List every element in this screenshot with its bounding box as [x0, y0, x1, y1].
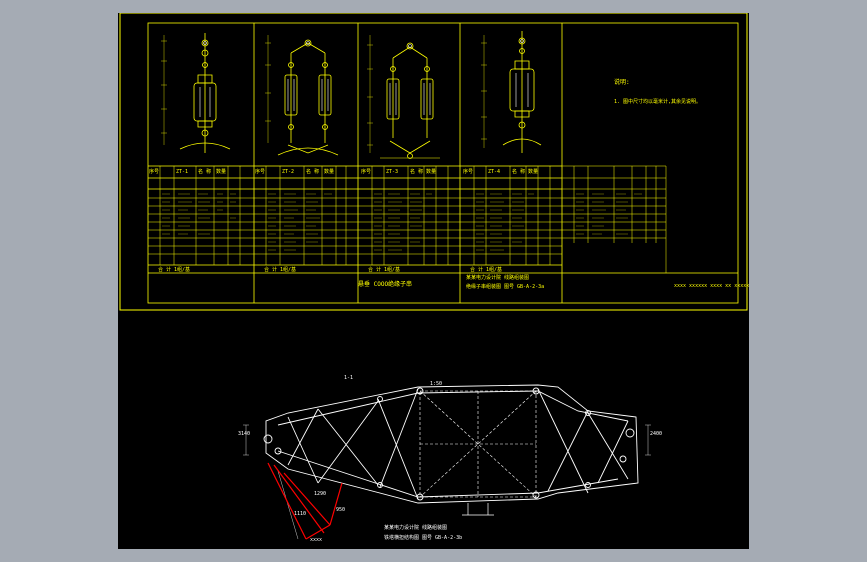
title-block-right-1: 某某电力设计院 线路组装图	[466, 275, 530, 281]
panel2-header-no: 序号	[255, 169, 266, 175]
insulator-string-3	[367, 35, 440, 159]
cad-drawing-canvas[interactable]: 序号 ZT-1 名 称 数量 序号 ZT-2 名 称 数量 序号 ZT-3 名 …	[118, 13, 749, 549]
panel3-header-qty: 数量	[426, 169, 437, 175]
panel3-header-id: ZT-3	[386, 169, 399, 175]
panel1-header-name: 名 称	[198, 169, 212, 175]
insulator-string-2	[265, 35, 339, 156]
panel3-footer: 合 计 1组/基	[368, 267, 401, 273]
dim-label-1: 3140	[238, 431, 251, 437]
panel2-header-id: ZT-2	[282, 169, 295, 175]
title-block-right-2: 绝缘子串组装图 图号 GB-A-2-3a	[466, 284, 545, 290]
highlight-member	[267, 462, 343, 540]
bottom-caption-2: 铁塔横担结构图 图号 GB-A-2-3b	[384, 535, 463, 541]
dim-label-2: 2400	[650, 431, 663, 437]
view-label: 1-1	[344, 375, 354, 381]
dim-label-3: 1290	[314, 491, 327, 497]
notes-title: 说明:	[614, 79, 630, 86]
panel4-header-name: 名 称	[512, 169, 526, 175]
panel2-header-qty: 数量	[324, 169, 335, 175]
dim-label-6: xxxx	[310, 537, 323, 543]
insulator-string-1	[161, 33, 231, 153]
panel4-footer: 合 计 1组/基	[470, 267, 503, 273]
panel3-header-no: 序号	[361, 169, 372, 175]
title-block-corner: xxxx xxxxxx xxxx xx xxxxx	[674, 283, 750, 289]
tower-crossarm-drawing	[243, 384, 651, 540]
scale-label: 1:50	[430, 381, 443, 387]
panel1-header-id: ZT-1	[176, 169, 189, 175]
notes-line-1: 1. 图中尺寸均以毫米计,其余见说明。	[614, 99, 702, 105]
panel4-header-id: ZT-4	[488, 169, 501, 175]
panel3-header-name: 名 称	[410, 169, 424, 175]
top-assembly-drawing	[119, 13, 748, 311]
panel1-footer: 合 计 1组/基	[158, 267, 191, 273]
cad-drawing-svg	[119, 13, 748, 540]
panel1-header-no: 序号	[149, 169, 160, 175]
panel4-header-no: 序号	[463, 169, 474, 175]
insulator-string-4	[481, 31, 542, 153]
panel4-header-qty: 数量	[528, 169, 539, 175]
dim-label-5: 1110	[294, 511, 307, 517]
bottom-caption-1: 某某电力设计院 线路组装图	[384, 525, 448, 531]
dim-label-4: 950	[336, 507, 346, 513]
panel2-footer: 合 计 1组/基	[264, 267, 297, 273]
panel2-header-name: 名 称	[306, 169, 320, 175]
title-block-center: 悬垂 COOO绝缘子串	[358, 281, 413, 288]
panel1-header-qty: 数量	[216, 169, 227, 175]
